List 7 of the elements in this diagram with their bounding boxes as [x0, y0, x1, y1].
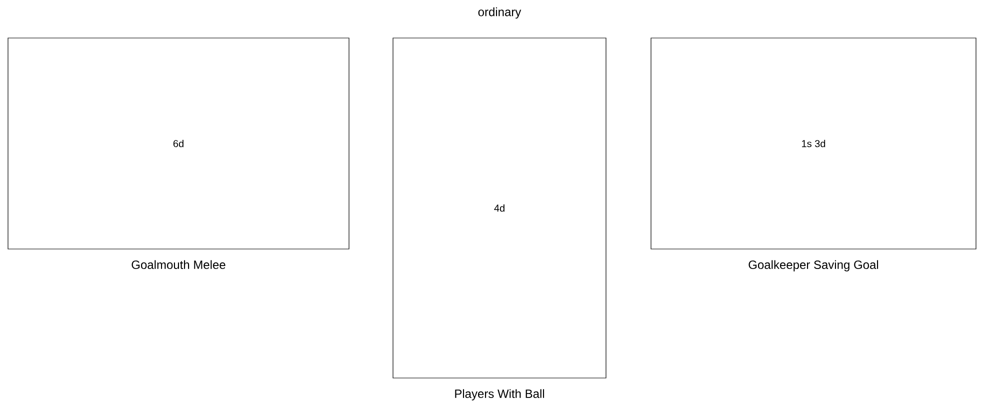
panel-box: 4d [392, 38, 606, 378]
heading: ordinary [478, 7, 522, 19]
panel-box: 6d [8, 38, 350, 250]
node-label: Goalkeeper Saving Goal [748, 260, 878, 272]
node-label: Goalmouth Melee [132, 260, 226, 269]
panel-box: 1s 3d [650, 38, 976, 250]
node-label: Players With Ball [455, 389, 544, 400]
